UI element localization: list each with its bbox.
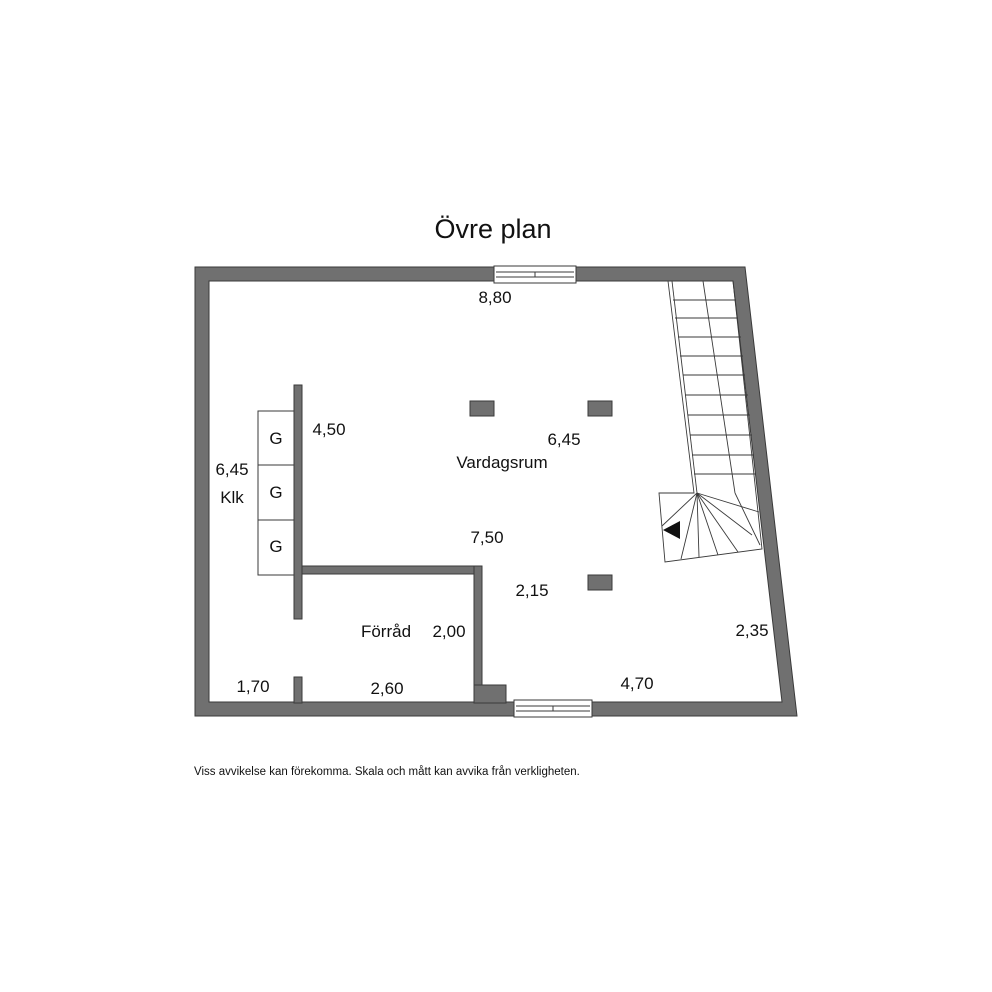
measure-top-width: 8,80 xyxy=(478,288,511,307)
top-window xyxy=(493,265,577,284)
wardrobe-1 xyxy=(257,410,295,466)
measure-closet-length: 6,45 xyxy=(215,460,248,479)
interior-walls xyxy=(293,384,507,704)
measure-storage-width: 2,60 xyxy=(370,679,403,698)
measure-hall-width: 1,70 xyxy=(236,677,269,696)
measure-storage-height: 2,00 xyxy=(432,622,465,641)
room-closet: Klk xyxy=(220,488,244,507)
plan-title: Övre plan xyxy=(434,214,551,244)
wardrobe-units: G G G xyxy=(257,410,295,576)
staircase xyxy=(658,280,763,563)
wardrobe-2 xyxy=(257,464,295,521)
wardrobe-label-3: G xyxy=(269,537,282,556)
wardrobe-3 xyxy=(257,519,295,576)
column-1 xyxy=(469,400,495,417)
disclaimer: Viss avvikelse kan förekomma. Skala och … xyxy=(194,766,580,778)
wardrobe-label-1: G xyxy=(269,429,282,448)
bottom-window xyxy=(513,699,593,718)
measure-living-b: 4,50 xyxy=(312,420,345,439)
measure-bottom-right: 4,70 xyxy=(620,674,653,693)
measure-living-c: 7,50 xyxy=(470,528,503,547)
room-living: Vardagsrum xyxy=(456,453,547,472)
column-3 xyxy=(587,574,613,591)
columns xyxy=(469,400,613,591)
wardrobe-label-2: G xyxy=(269,483,282,502)
stair-direction-arrow-icon xyxy=(663,521,680,539)
measure-living-a: 6,45 xyxy=(547,430,580,449)
measure-right-side: 2,35 xyxy=(735,621,768,640)
measure-living-d: 2,15 xyxy=(515,581,548,600)
column-2 xyxy=(587,400,613,417)
room-storage: Förråd xyxy=(361,622,411,641)
